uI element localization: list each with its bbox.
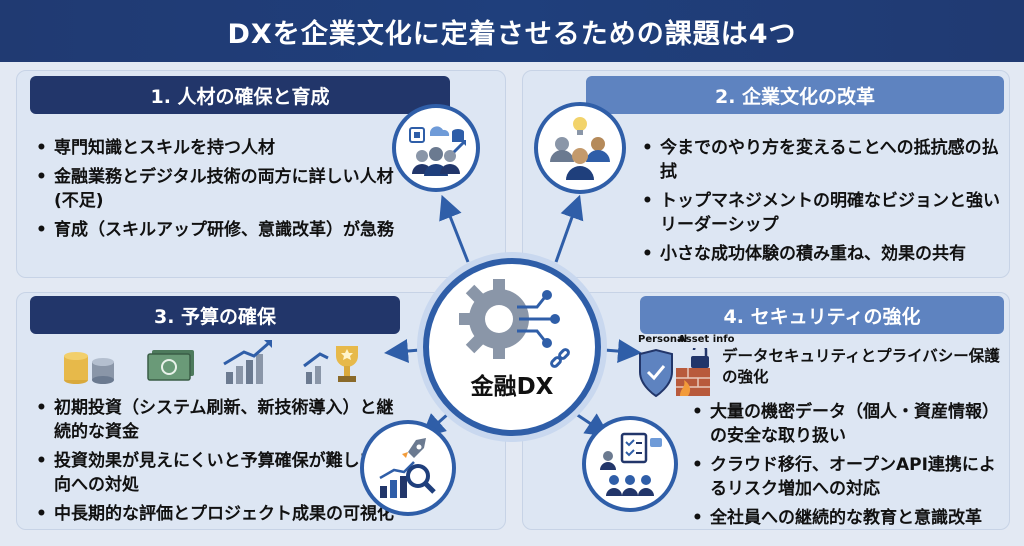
security-icon-group	[639, 348, 710, 398]
arrow-to-security-icon	[575, 412, 610, 437]
talent-icon-circle	[392, 104, 480, 192]
trophy-chart-icon	[303, 346, 358, 384]
security-training-circle	[582, 416, 678, 512]
training-checklist-icon	[600, 432, 662, 496]
panel-heading-budget: 3. 予算の確保	[30, 296, 400, 334]
center-hub	[423, 258, 601, 436]
list-item: 育成（スキルアップ研修、意識改革）が急務	[34, 218, 394, 242]
list-item: 今までのやり方を変えることへの抵抗感の払拭	[640, 136, 1010, 184]
firewall-lock-icon	[676, 348, 710, 396]
culture-icon-circle	[534, 102, 626, 194]
culture-bullet-list: 今までのやり方を変えることへの抵抗感の払拭 トップマネジメントの明確なビジョンと…	[640, 136, 1010, 271]
gear-circuit-icon	[459, 279, 570, 368]
panel-heading-culture: 2. 企業文化の改革	[586, 76, 1004, 114]
list-item: 大量の機密データ（個人・資産情報）の安全な取り扱い	[690, 400, 1010, 448]
list-item: 全社員への継続的な教育と意識改革	[690, 506, 1010, 530]
arrow-to-talent	[439, 194, 470, 263]
list-item: 初期投資（システム刷新、新技術導入）と継続的な資金	[34, 396, 404, 444]
team-tech-icon	[409, 126, 466, 176]
list-item: 小さな成功体験の積み重ね、効果の共有	[640, 242, 1010, 266]
arrow-to-security	[603, 339, 642, 364]
budget-bullet-list: 初期投資（システム刷新、新技術導入）と継続的な資金 投資効果が見えにくいと予算確…	[34, 396, 404, 531]
panel-heading-security: 4. セキュリティの強化	[640, 296, 1004, 334]
security-bullet-list: 大量の機密データ（個人・資産情報）の安全な取り扱い クラウド移行、オープンAPI…	[690, 400, 1010, 535]
budget-analytics-circle	[360, 420, 456, 516]
center-label: 金融DX	[470, 374, 554, 400]
coin-stack-icon	[64, 352, 114, 384]
list-item: 中長期的な評価とプロジェクト成果の可視化	[34, 502, 404, 526]
arrow-to-budget	[384, 339, 421, 363]
leadership-team-icon	[550, 117, 610, 180]
bar-chart-up-icon	[223, 340, 272, 384]
list-item: トップマネジメントの明確なビジョンと強いリーダーシップ	[640, 189, 1010, 237]
icon-label-personal: Personal	[638, 334, 688, 345]
list-item: 専門知識とスキルを持つ人材	[34, 136, 394, 160]
rocket-magnifier-icon	[379, 438, 436, 498]
panel-heading-talent: 1. 人材の確保と育成	[30, 76, 450, 114]
arrow-to-culture	[554, 194, 584, 263]
budget-icon-row	[64, 340, 358, 384]
list-item: クラウド移行、オープンAPI連携によるリスク増加への対応	[690, 453, 1010, 501]
shield-icon	[639, 348, 673, 398]
security-intro: データセキュリティとプライバシー保護の強化	[722, 347, 1000, 386]
icon-label-asset-info: Asset info	[678, 334, 735, 345]
list-item: 投資効果が見えにくいと予算確保が難しい傾向への対処	[34, 449, 404, 497]
page-title: DXを企業文化に定着させるための課題は4つ	[0, 0, 1024, 62]
banknote-icon	[147, 350, 194, 381]
